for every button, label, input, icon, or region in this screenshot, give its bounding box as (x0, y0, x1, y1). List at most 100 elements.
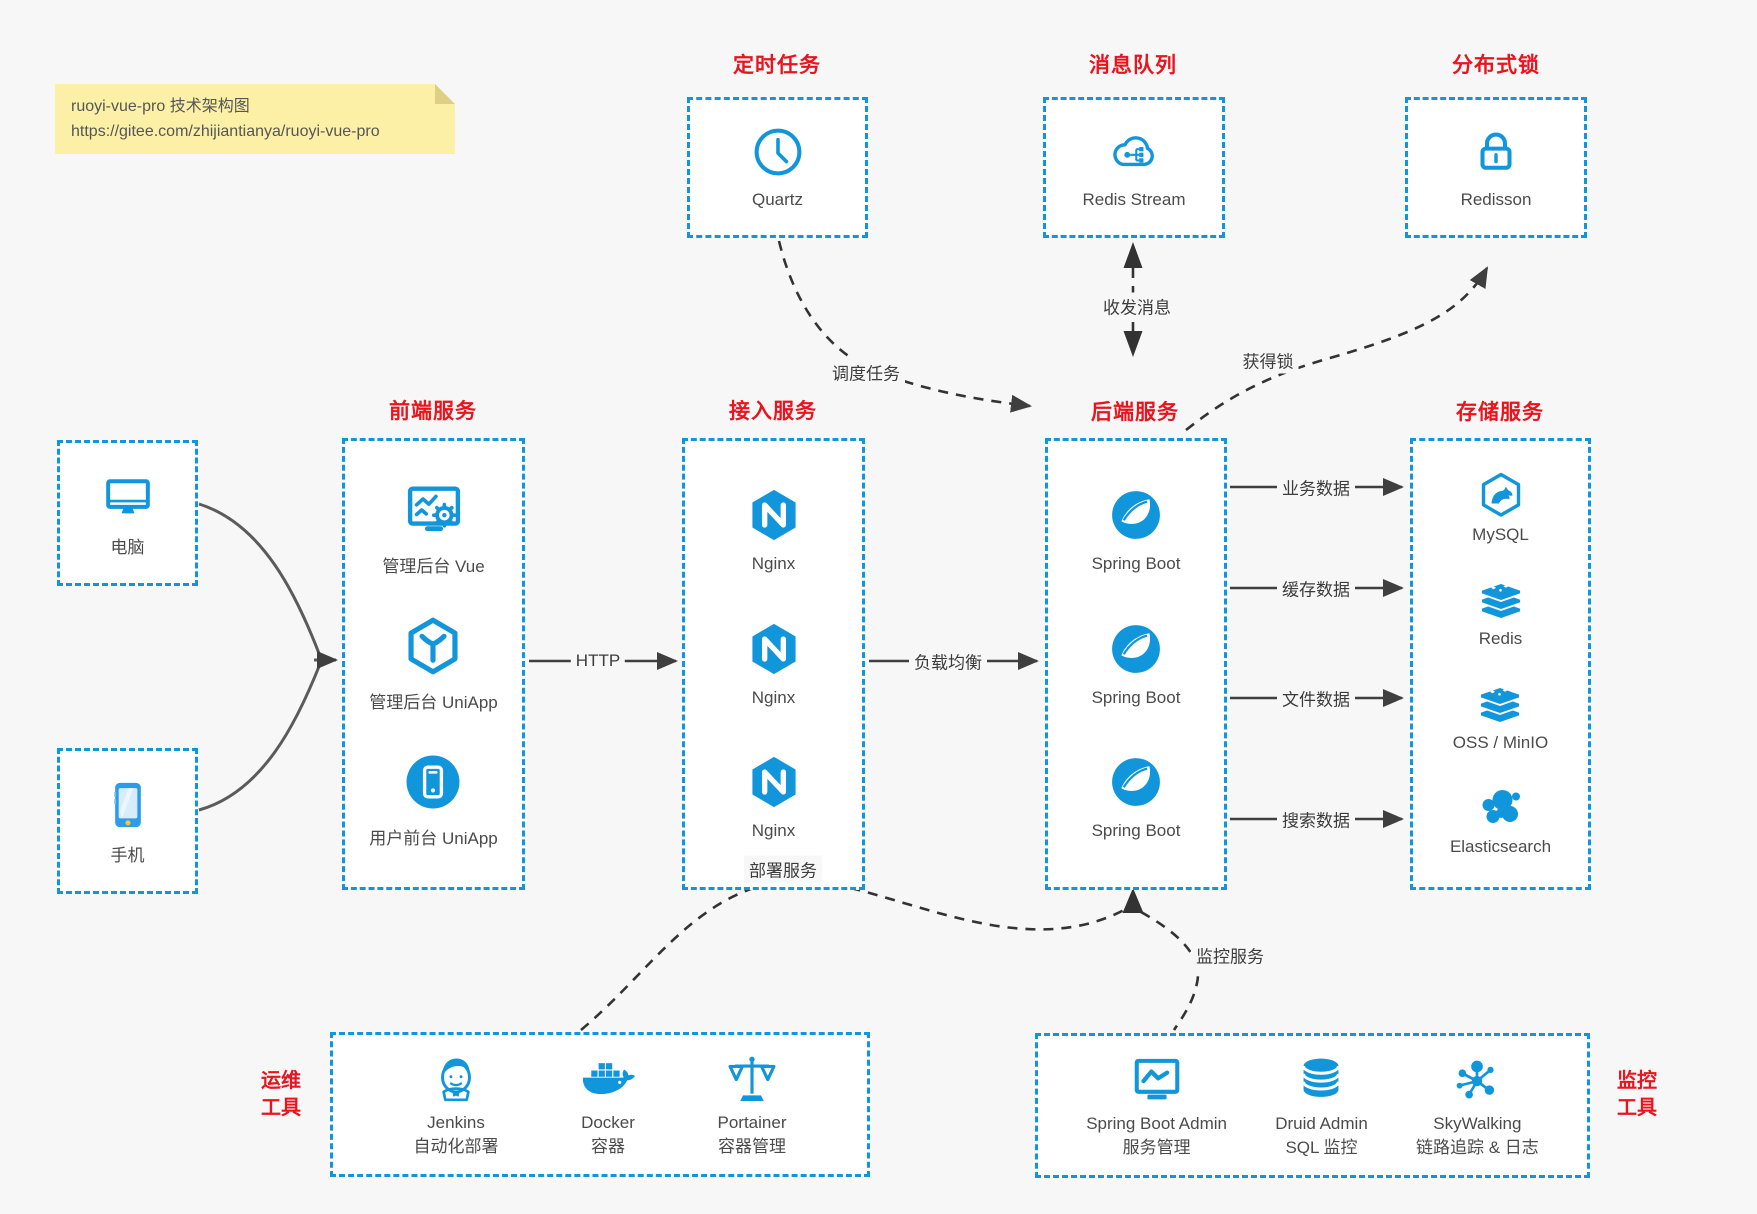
tool-jenkins-name: Jenkins (427, 1112, 485, 1132)
admin-vue-icon (403, 479, 465, 541)
service-nginx-3: Nginx (746, 754, 802, 841)
mq-box: Redis Stream (1043, 97, 1225, 238)
docker-icon (579, 1052, 637, 1106)
sticky-note-fold-icon (435, 84, 455, 104)
ops-tools-title-line1: 运维 (261, 1070, 301, 1092)
spring-boot-icon (1108, 754, 1164, 810)
edge-monitor-service-line (1140, 910, 1200, 1031)
service-admin-uniapp-label: 管理后台 UniApp (369, 693, 498, 712)
uniapp-cube-icon (402, 615, 464, 677)
service-spring-boot-1: Spring Boot (1091, 487, 1181, 574)
topology-icon (1450, 1053, 1504, 1107)
service-elasticsearch: Elasticsearch (1450, 783, 1551, 857)
backend-group-title: 后端服务 (1091, 401, 1179, 424)
service-quartz-label: Quartz (751, 190, 804, 209)
mysql-icon (1477, 471, 1525, 519)
service-admin-vue: 管理后台 Vue (382, 479, 485, 577)
service-oss-minio: OSS / MinIO (1453, 679, 1548, 753)
service-redis-stream-label: Redis Stream (1082, 190, 1186, 209)
tool-portainer: Portainer 容器管理 (717, 1052, 787, 1158)
service-user-uniapp-label: 用户前台 UniApp (369, 829, 498, 848)
tool-docker-name: Docker (581, 1112, 635, 1132)
scheduler-box: Quartz (687, 97, 868, 238)
send-receive-down-arrowhead (1123, 331, 1143, 357)
sticky-note: ruoyi-vue-pro 技术架构图 https://gitee.com/zh… (55, 84, 455, 154)
database-icon (1294, 1053, 1348, 1107)
service-oss-minio-label: OSS / MinIO (1452, 733, 1549, 752)
service-redis-label: Redis (1478, 629, 1523, 648)
jenkins-icon (429, 1052, 483, 1106)
edge-label-cache-data: 缓存数据 (1277, 574, 1355, 602)
lock-icon (1469, 125, 1523, 179)
lock-group-title: 分布式锁 (1452, 54, 1540, 77)
phone-box: 手机 (57, 748, 198, 894)
tool-druid-name: Druid Admin (1275, 1113, 1368, 1133)
mq-group-title: 消息队列 (1089, 54, 1177, 77)
service-redisson-label: Redisson (1460, 190, 1532, 209)
service-mysql-label: MySQL (1472, 525, 1529, 544)
spring-boot-icon (1108, 487, 1164, 543)
oss-minio-stack-icon (1476, 679, 1524, 727)
edge-label-deploy-service: 部署服务 (744, 855, 822, 883)
edge-label-search-data: 搜索数据 (1277, 805, 1355, 833)
monitoring-tools-title-line1: 监控 (1617, 1070, 1657, 1092)
client-phone: 手机 (100, 777, 156, 866)
edge-computer-to-frontend (198, 502, 322, 657)
service-nginx-1: Nginx (746, 487, 802, 574)
access-box: Nginx Nginx Nginx (682, 438, 865, 890)
monitoring-tools-title: 监控 工具 (1602, 1068, 1672, 1122)
backend-box: Spring Boot Spring Boot Spring Boot (1045, 438, 1227, 890)
tool-docker: Docker 容器 (579, 1052, 637, 1158)
note-url: https://gitee.com/zhijiantianya/ruoyi-vu… (71, 123, 380, 140)
tool-docker-desc: 容器 (591, 1136, 625, 1156)
tool-druid-desc: SQL 监控 (1285, 1137, 1358, 1157)
client-phone-label: 手机 (110, 845, 145, 865)
tool-jenkins: Jenkins 自动化部署 (414, 1052, 499, 1158)
desktop-icon (100, 469, 156, 525)
tool-skywalking: SkyWalking 链路追踪 & 日志 (1416, 1053, 1539, 1159)
service-spring-boot-3-label: Spring Boot (1091, 820, 1181, 840)
frontend-group-title: 前端服务 (389, 400, 477, 423)
service-admin-uniapp: 管理后台 UniApp (369, 615, 498, 713)
service-nginx-1-label: Nginx (751, 554, 796, 574)
edge-deploy-service-line (580, 878, 1125, 1031)
edge-label-file-data: 文件数据 (1277, 684, 1355, 712)
service-nginx-2-label: Nginx (751, 687, 796, 707)
edge-label-load-balance: 负载均衡 (909, 647, 987, 675)
service-redisson: Redisson (1460, 125, 1532, 210)
service-user-uniapp: 用户前台 UniApp (369, 751, 498, 849)
service-spring-boot-2-label: Spring Boot (1091, 687, 1181, 707)
edge-phone-to-frontend (198, 663, 322, 812)
edge-label-acquire-lock: 获得锁 (1237, 346, 1299, 374)
service-spring-boot-3: Spring Boot (1091, 754, 1181, 841)
send-receive-up-arrowhead (1123, 242, 1143, 268)
storage-box: MySQL Redis OSS / MinIO Elasticsearch (1410, 438, 1591, 890)
frontend-box: 管理后台 Vue 管理后台 UniApp 用户前台 UniApp (342, 438, 525, 890)
computer-box: 电脑 (57, 440, 198, 586)
monitoring-tools-box: Spring Boot Admin 服务管理 Druid Admin SQL 监… (1035, 1033, 1590, 1178)
tool-portainer-name: Portainer (717, 1112, 787, 1132)
service-elasticsearch-label: Elasticsearch (1449, 837, 1552, 856)
edge-acquire-lock-line (1185, 266, 1489, 432)
nginx-icon (746, 487, 802, 543)
redis-stack-icon (1477, 575, 1525, 623)
edge-label-send-receive: 收发消息 (1098, 292, 1176, 320)
access-group-title: 接入服务 (729, 400, 817, 423)
edge-label-http: HTTP (570, 650, 626, 672)
smartphone-icon (100, 777, 156, 833)
client-computer-label: 电脑 (110, 537, 145, 557)
note-title: ruoyi-vue-pro 技术架构图 (71, 98, 250, 115)
tool-sba-name: Spring Boot Admin (1086, 1113, 1227, 1133)
service-spring-boot-1-label: Spring Boot (1091, 554, 1181, 574)
ops-tools-title-line2: 工具 (261, 1097, 301, 1119)
service-admin-vue-label: 管理后台 Vue (382, 557, 485, 576)
user-app-icon (402, 751, 464, 813)
tool-druid-admin: Druid Admin SQL 监控 (1275, 1053, 1368, 1159)
nginx-icon (746, 621, 802, 677)
tool-jenkins-desc: 自动化部署 (413, 1136, 499, 1156)
lock-box: Redisson (1405, 97, 1587, 238)
tool-sba-desc: 服务管理 (1122, 1137, 1191, 1157)
portainer-scales-icon (725, 1052, 779, 1106)
service-redis: Redis (1477, 575, 1525, 649)
